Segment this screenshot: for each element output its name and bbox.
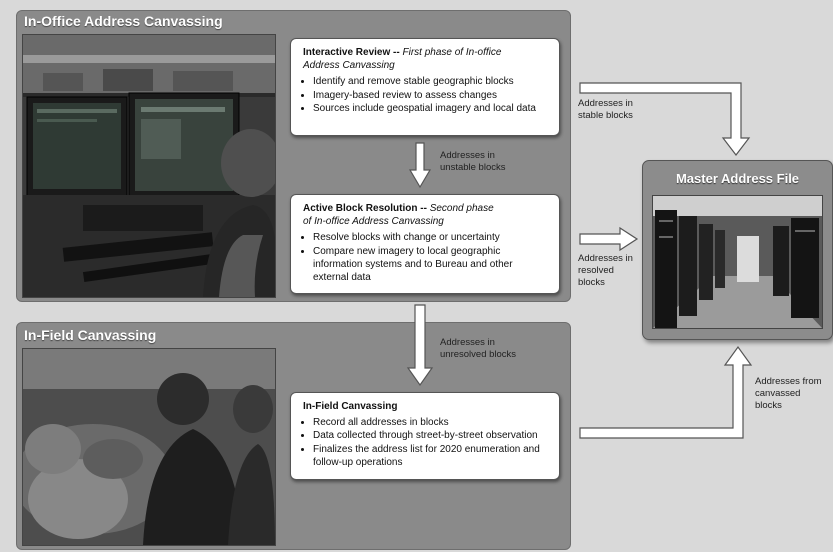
in-field-canvassing-title: In-Field Canvassing [303,401,398,412]
arrow-resolved [579,226,639,252]
in-field-canvassing-bullet: Finalizes the address list for 2020 enum… [313,443,549,469]
office-workstation-photo [22,34,276,298]
active-block-resolution-subtitle-b: of In-office Address Canvassing [303,216,444,228]
active-block-resolution-bullet: Compare new imagery to local geographic … [313,245,549,285]
active-block-resolution-subtitle-a: Second phase [429,203,494,214]
label-stable-text: Addresses in stable blocks [578,98,633,121]
in-field-canvassing-bullets: Record all addresses in blocks Data coll… [303,416,549,469]
interactive-review-subtitle-b: Address Canvassing [303,60,395,72]
label-unstable: Addresses in unstable blocks [440,150,520,174]
interactive-review-subtitle-a: First phase of In-office [402,47,502,58]
interactive-review-bullet: Identify and remove stable geographic bl… [313,75,549,88]
field-canvassing-photo [22,348,276,546]
label-resolved-text: Addresses in resolved blocks [578,253,633,288]
in-field-canvassing-box: In-Field Canvassing Record all addresses… [290,392,560,480]
in-office-panel-title: In-Office Address Canvassing [24,13,223,29]
in-field-canvassing-bullet: Data collected through street-by-street … [313,429,549,442]
arrow-canvassed [579,345,753,439]
master-address-file-box: Master Address File [642,160,833,340]
interactive-review-bullet: Imagery-based review to assess changes [313,89,549,102]
active-block-resolution-box: Active Block Resolution -- Second phase … [290,194,560,294]
label-resolved: Addresses in resolved blocks [578,253,638,289]
in-field-panel-title: In-Field Canvassing [24,327,157,343]
label-stable: Addresses in stable blocks [578,98,650,122]
label-unstable-text: Addresses in unstable blocks [440,150,506,173]
server-room-photo [652,195,823,329]
label-unresolved-text: Addresses in unresolved blocks [440,337,517,360]
office-workstation-image [23,35,275,297]
label-canvassed-text: Addresses from canvassed blocks [755,376,822,411]
interactive-review-title: Interactive Review -- [303,47,400,58]
server-room-image [653,196,822,328]
label-unresolved: Addresses in unresolved blocks [440,337,525,361]
label-canvassed: Addresses from canvassed blocks [755,376,829,412]
active-block-resolution-bullet: Resolve blocks with change or uncertaint… [313,231,549,244]
interactive-review-bullet: Sources include geospatial imagery and l… [313,102,549,115]
active-block-resolution-title: Active Block Resolution -- [303,203,427,214]
in-field-canvassing-bullet: Record all addresses in blocks [313,416,549,429]
active-block-resolution-bullets: Resolve blocks with change or uncertaint… [303,231,549,284]
interactive-review-box: Interactive Review -- First phase of In-… [290,38,560,136]
interactive-review-bullets: Identify and remove stable geographic bl… [303,75,549,115]
field-canvassing-image [23,349,275,545]
master-address-file-title: Master Address File [675,171,800,186]
